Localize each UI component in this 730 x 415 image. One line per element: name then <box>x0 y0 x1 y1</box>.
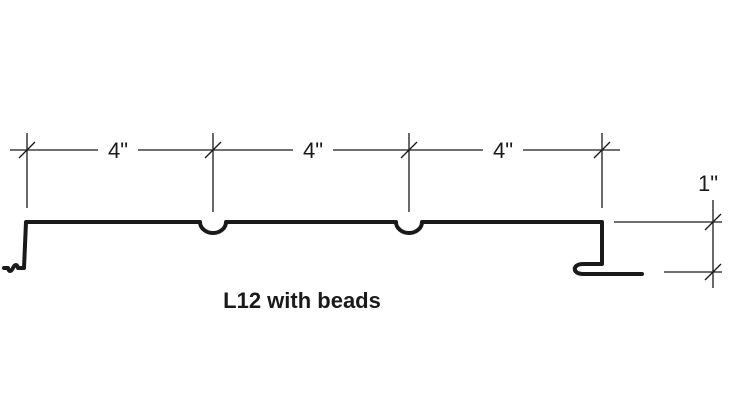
dimension-label-1: 4" <box>108 138 128 163</box>
dimension-label-3: 4" <box>493 138 513 163</box>
top-tick-marks <box>18 141 611 159</box>
diagram-caption: L12 with beads <box>223 288 381 313</box>
panel-profile <box>2 220 644 276</box>
extension-lines <box>26 133 603 212</box>
height-dimension <box>614 200 722 288</box>
height-label: 1" <box>698 171 718 196</box>
dimension-label-2: 4" <box>303 138 323 163</box>
